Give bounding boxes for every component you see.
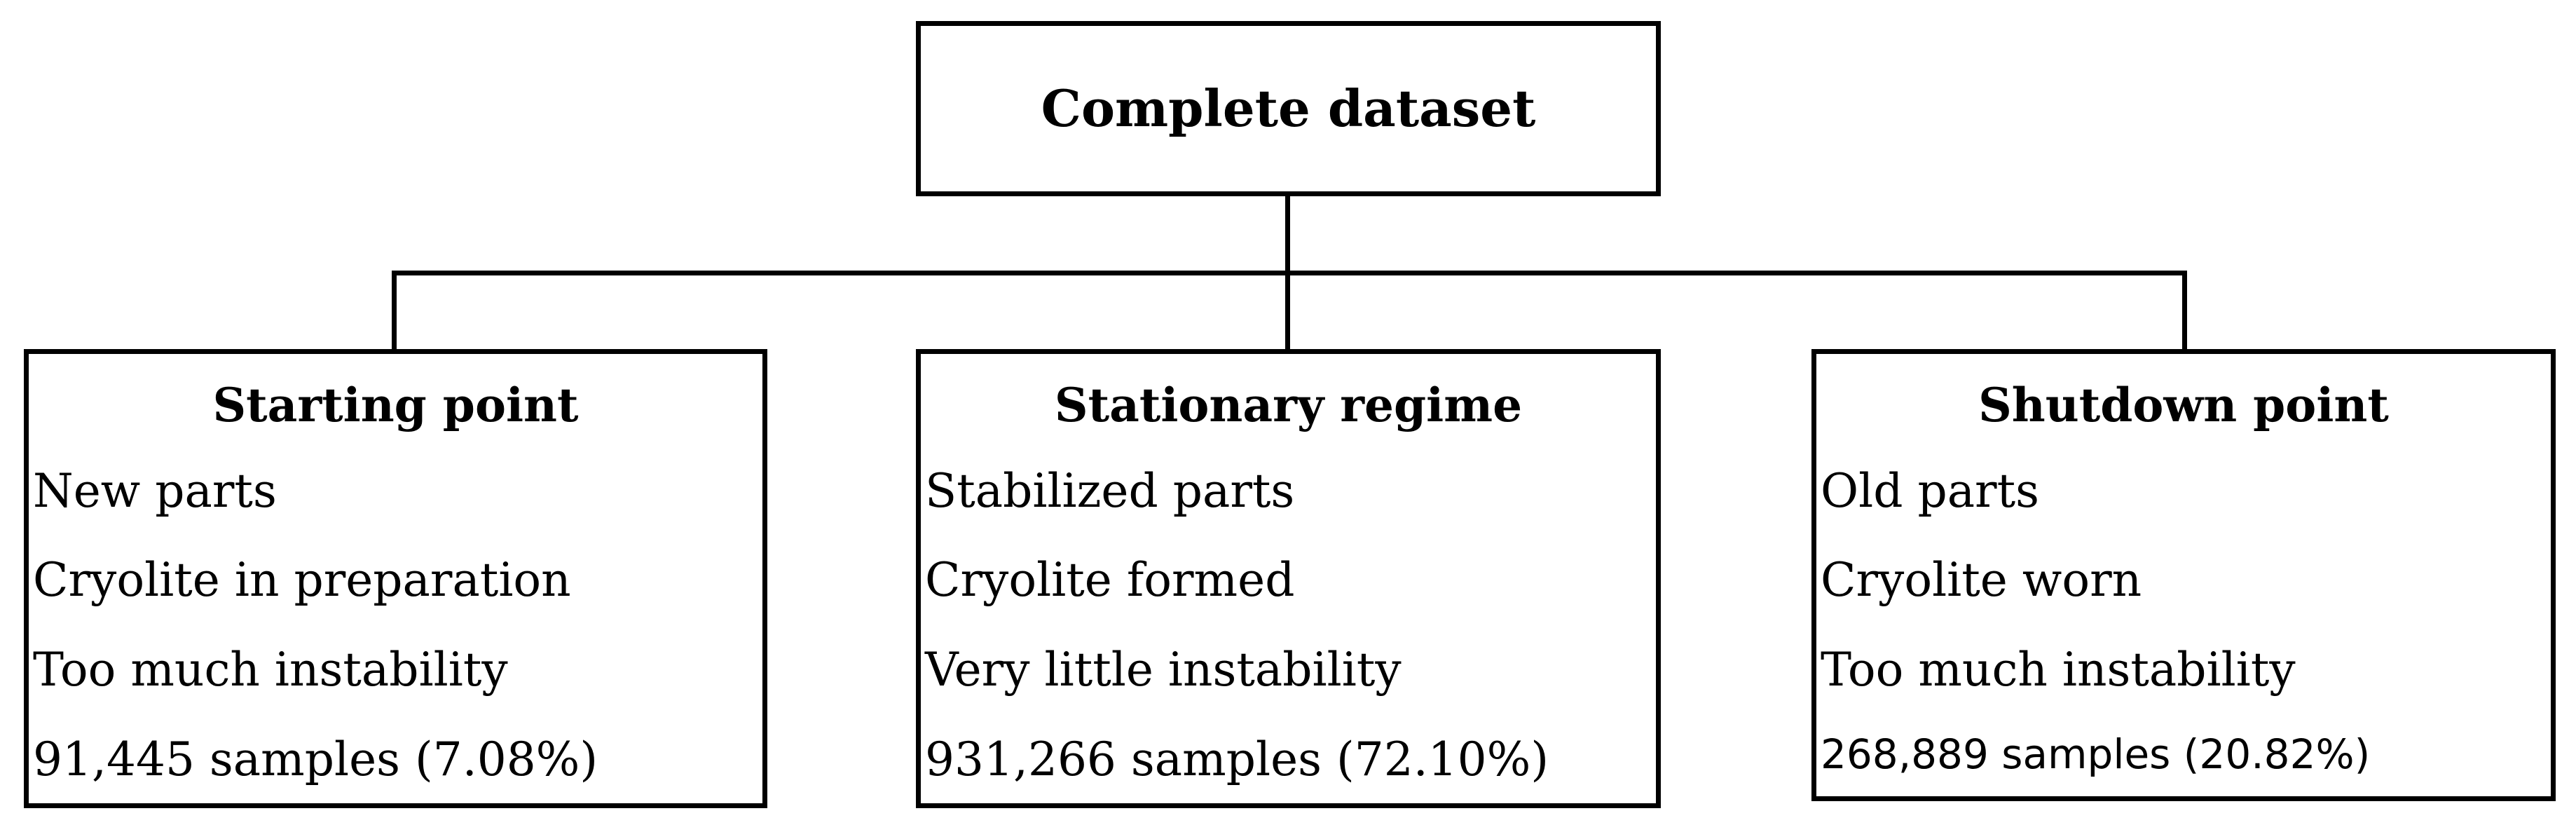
node-sample-count: 268,889 samples (20.82%)	[1821, 730, 2371, 778]
root-node-title: Complete dataset	[1041, 79, 1536, 138]
connector-horizontal-bar	[392, 271, 2187, 275]
node-title: Stationary regime	[1054, 378, 1523, 432]
node-sample-count: 91,445 samples (7.08%)	[33, 732, 598, 786]
node-stationary-regime: Stationary regime Stabilized parts Cryol…	[916, 349, 1661, 808]
node-line: Too much instability	[33, 643, 508, 697]
connector-left-drop	[392, 271, 397, 349]
node-line: New parts	[33, 464, 277, 518]
node-line: Cryolite worn	[1821, 553, 2142, 607]
node-title: Shutdown point	[1978, 378, 2389, 432]
root-node: Complete dataset	[916, 21, 1661, 196]
node-sample-count: 931,266 samples (72.10%)	[925, 732, 1549, 786]
node-line: Cryolite in preparation	[33, 553, 571, 607]
node-line: Very little instability	[925, 643, 1402, 697]
node-line: Old parts	[1821, 464, 2039, 518]
connector-right-drop	[2182, 271, 2187, 349]
node-line: Stabilized parts	[925, 464, 1295, 518]
node-starting-point: Starting point New parts Cryolite in pre…	[24, 349, 767, 808]
node-line: Cryolite formed	[925, 553, 1295, 607]
node-line: Too much instability	[1821, 643, 2296, 697]
node-shutdown-point: Shutdown point Old parts Cryolite worn T…	[1811, 349, 2556, 801]
node-title: Starting point	[212, 378, 579, 432]
